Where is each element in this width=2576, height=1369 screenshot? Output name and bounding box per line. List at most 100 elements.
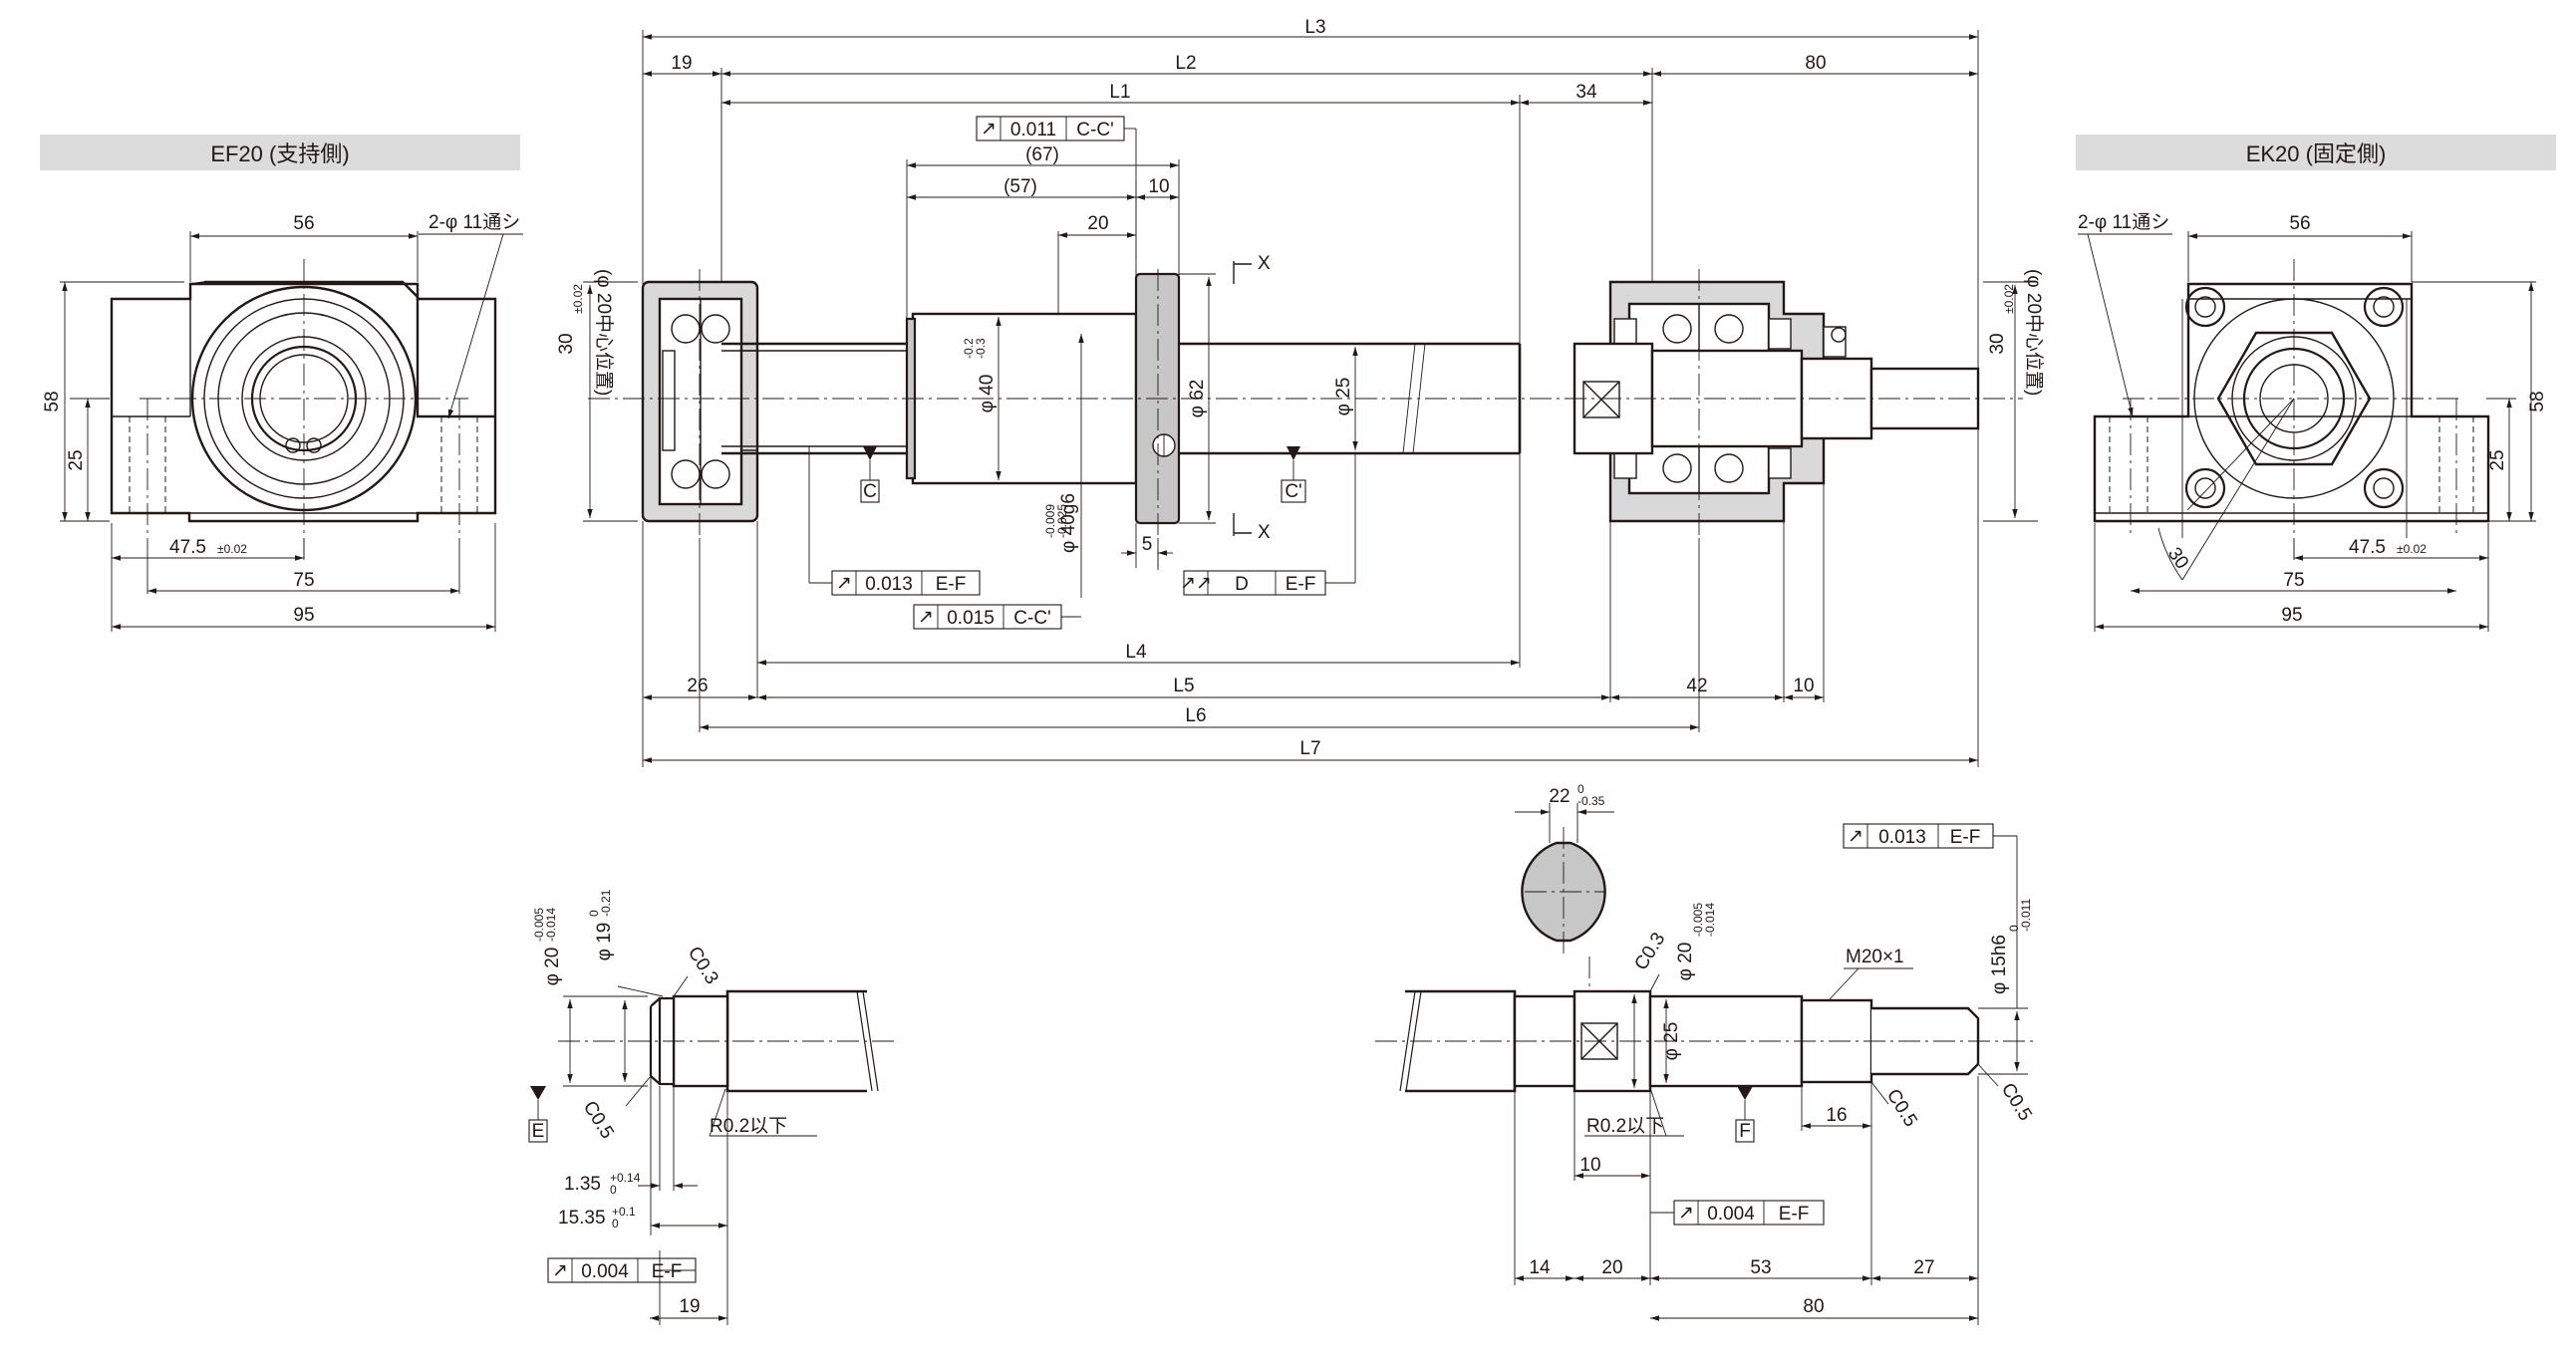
ef20-dim-58: 58 <box>42 391 63 411</box>
ld-dim-15-35-tol-lo: 0 <box>612 1217 619 1231</box>
ld-dim-19: 19 <box>679 1296 700 1317</box>
rd-dim-27: 27 <box>1913 1257 1934 1278</box>
rd-phi25: φ 25 <box>1661 1022 1682 1061</box>
ef20-view: 56 2-φ 11通シ 58 25 47.5 ±0.02 75 95 <box>42 211 523 632</box>
rd-tol-top-sym: ↗ <box>1848 826 1863 847</box>
dim-57: (57) <box>1003 176 1037 197</box>
ld-phi19-tol-lo: -0.21 <box>599 889 613 917</box>
dim-l6: L6 <box>1185 705 1206 726</box>
main-assembly: L3 19 L2 80 L1 34 ↗ 0.011 C-C' (67) ( <box>556 17 2045 767</box>
rd-dim-22-tol-up: 0 <box>1577 782 1584 796</box>
ef20-header: EF20 (支持側) <box>40 135 520 170</box>
label-phi25: φ 25 <box>1333 378 1354 416</box>
ef20-dim-47-5-tol: ±0.02 <box>217 542 247 556</box>
dim-20: 20 <box>1087 213 1108 234</box>
tol-frame-mid2: ↗ 0.015 C-C' <box>913 604 1081 630</box>
rd-dim-22: 22 <box>1549 786 1570 807</box>
rd-phi15h6: φ 15h6 <box>1989 935 2010 994</box>
tol-mid2-sym: ↗ <box>918 607 934 628</box>
ef20-dim-25: 25 <box>66 449 87 470</box>
ef20-dim-95: 95 <box>293 605 314 626</box>
left-shaft-detail: φ 20 -0.005 -0.014 φ 19 0 -0.21 C0.3 C0.… <box>528 889 897 1325</box>
rd-phi15-tol-lo: -0.011 <box>2019 899 2033 932</box>
dim-10: 10 <box>1148 176 1169 197</box>
dim-5: 5 <box>1142 534 1153 555</box>
dim-l1: L1 <box>1109 82 1130 103</box>
dim-19: 19 <box>671 53 692 74</box>
label-phi40: φ 40 <box>977 375 998 413</box>
ld-dim-1-35-tol-lo: 0 <box>610 1183 617 1197</box>
ek20-holes-note: 2-φ 11通シ <box>2078 211 2169 233</box>
ek20-dim-25: 25 <box>2487 449 2508 470</box>
rd-phi15-tol-up: 0 <box>2007 925 2021 932</box>
rd-c05b: C0.5 <box>1997 1080 2036 1125</box>
ld-dim-1-35-tol-up: +0.14 <box>610 1171 641 1185</box>
tol-mid2-ref: C-C' <box>1013 608 1050 629</box>
ld-c03: C0.3 <box>684 944 722 988</box>
rd-dim-20: 20 <box>1601 1257 1622 1278</box>
section-x-top: X <box>1258 253 1271 274</box>
ek20-dim-58: 58 <box>2527 391 2548 411</box>
tol-frame-mid3: ↗↗ D E-F <box>1180 453 1356 596</box>
label-phi40g6-tol-lo: -0.025 <box>1055 504 1069 538</box>
ld-phi19-tol-up: 0 <box>587 910 601 917</box>
ek20-title: EK20 (固定側) <box>2246 141 2387 166</box>
rd-tol-top-ref: E-F <box>1950 827 1981 848</box>
ef20-dim-56: 56 <box>293 213 314 234</box>
tol-top-sym: ↗ <box>981 119 997 139</box>
ld-phi20: φ 20 <box>542 948 563 986</box>
label-phi40-tol-up: -0.2 <box>962 338 976 359</box>
label-height30-tol-left: ±0.02 <box>571 284 585 314</box>
tol-mid1-val: 0.013 <box>865 574 913 595</box>
ld-phi19: φ 19 <box>594 923 615 961</box>
ek20-dim-30: 30 <box>2163 544 2192 573</box>
tol-mid3-sym: ↗↗ <box>1180 573 1212 594</box>
tol-mid1-sym: ↗ <box>836 573 852 594</box>
ld-r02: R0.2以下 <box>710 1116 787 1137</box>
datum-c: C <box>863 481 877 502</box>
tol-top-ref: C-C' <box>1076 120 1113 140</box>
dim-l5: L5 <box>1173 676 1194 696</box>
label-center-note-left: (φ 20中心位置) <box>593 269 615 396</box>
rd-dim-80: 80 <box>1803 1296 1824 1317</box>
rd-phi20-tol-lo: -0.014 <box>1703 903 1717 937</box>
rd-tol-mid-sym: ↗ <box>1678 1203 1694 1224</box>
dim-10b: 10 <box>1793 676 1814 696</box>
ld-dim-15-35-tol-up: +0.1 <box>612 1205 636 1219</box>
ld-dim-15-35: 15.35 <box>558 1208 606 1229</box>
datum-f: F <box>1739 1121 1751 1142</box>
tol-frame-mid1: ↗ 0.013 E-F <box>808 446 981 596</box>
ek20-dim-47-5: 47.5 <box>2349 537 2386 558</box>
tol-top-val: 0.011 <box>1010 120 1056 140</box>
ld-tol-val: 0.004 <box>581 1261 629 1282</box>
right-shaft-detail: 22 0 -0.35 C0.3 φ 20 -0.005 -0.014 φ 25 … <box>1375 782 2038 1325</box>
label-phi40g6: φ 40g6 <box>1058 493 1079 553</box>
tol-mid3-val: D <box>1235 574 1249 595</box>
ek20-dim-95: 95 <box>2281 605 2302 626</box>
dim-l7: L7 <box>1299 738 1320 759</box>
rd-m20: M20×1 <box>1846 947 1904 967</box>
ek20-dim-56: 56 <box>2289 213 2310 234</box>
ek20-dim-47-5-tol: ±0.02 <box>2397 542 2427 556</box>
section-x-bot: X <box>1258 522 1271 543</box>
rd-dim-14: 14 <box>1529 1257 1551 1278</box>
ld-phi20-tol-up: -0.005 <box>532 908 546 942</box>
dim-34: 34 <box>1575 82 1597 103</box>
rd-dim-16: 16 <box>1826 1105 1847 1126</box>
ef20-holes-note: 2-φ 11通シ <box>429 211 520 233</box>
dim-l4: L4 <box>1125 642 1147 663</box>
rd-dim-10: 10 <box>1579 1155 1600 1176</box>
ef20-title: EF20 (支持側) <box>210 141 349 166</box>
label-height30-right: 30 <box>1987 333 2008 354</box>
ef20-dim-47-5: 47.5 <box>169 537 206 558</box>
tol-mid1-ref: E-F <box>936 574 967 595</box>
label-height30-tol-right: ±0.02 <box>2002 284 2016 314</box>
label-height30-left: 30 <box>556 333 577 354</box>
ek20-header: EK20 (固定側) <box>2076 135 2556 170</box>
rd-c05a: C0.5 <box>1882 1086 1921 1131</box>
ld-c05: C0.5 <box>579 1098 618 1143</box>
dim-26: 26 <box>687 676 708 696</box>
label-center-note-right: (φ 20中心位置) <box>2023 269 2045 396</box>
tol-mid2-val: 0.015 <box>947 608 995 629</box>
